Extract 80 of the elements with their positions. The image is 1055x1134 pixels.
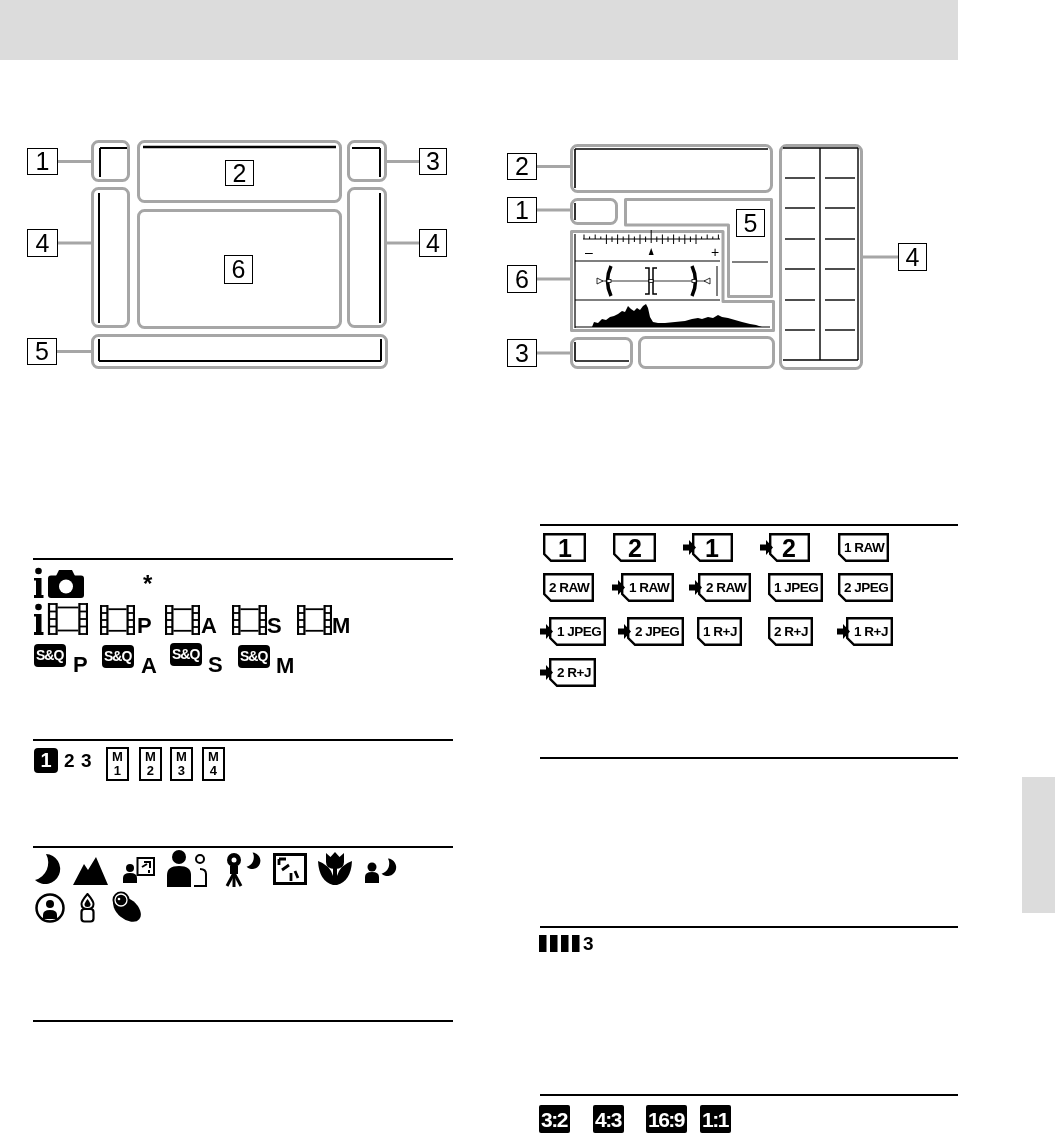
callout-number: 2 — [507, 153, 537, 180]
display-area — [137, 140, 342, 203]
leader-line — [537, 208, 570, 212]
display-area — [347, 187, 387, 328]
media-card-label: 2 — [613, 533, 656, 562]
display-area — [570, 198, 618, 225]
callout-number: 3 — [507, 339, 537, 367]
callout-number: 4 — [898, 243, 927, 271]
leader-line — [863, 255, 898, 259]
callout-number: 2 — [225, 160, 254, 186]
footnote-mark: * — [143, 572, 153, 596]
callout-number: 5 — [736, 209, 765, 237]
display-area — [570, 230, 775, 332]
media-card-label: 1 R+J — [697, 617, 742, 646]
media-card-label: 2 JPEG — [618, 617, 685, 646]
mode-letter: A — [201, 615, 217, 637]
mode-badge: S&Q — [170, 643, 203, 666]
leader-line — [58, 160, 91, 163]
scale-sign: – — [585, 245, 593, 259]
mode-letter: M — [332, 615, 351, 637]
callout-number: 6 — [507, 265, 537, 293]
callout-number: 1 — [507, 197, 537, 223]
mode-letter: S — [208, 654, 223, 676]
mode-badge: S&Q — [102, 645, 135, 668]
display-area — [624, 198, 773, 298]
media-card-label: 1 RAW — [838, 533, 890, 562]
leader-line — [58, 241, 91, 245]
media-card-label: 1 — [683, 533, 733, 562]
display-area — [91, 140, 130, 182]
media-card-label: 2 — [760, 533, 810, 562]
media-card-label: 1 JPEG — [540, 617, 607, 646]
callout-number: 5 — [27, 338, 57, 365]
media-card-label: 1 JPEG — [768, 573, 824, 602]
display-area — [570, 337, 633, 369]
aspect-ratio-label: 16:9 — [646, 1105, 688, 1133]
scale-sign: + — [711, 245, 720, 259]
memory-slot-label: M 1 — [106, 747, 129, 781]
leader-line — [537, 351, 570, 355]
callout-number: 6 — [224, 255, 253, 284]
memory-number-badge: 1 — [34, 748, 58, 773]
memory-number: 3 — [81, 751, 92, 770]
media-card-label: 1 RAW — [612, 573, 675, 602]
media-card-label: 1 — [543, 533, 586, 562]
callout-number: 3 — [419, 148, 447, 175]
display-area — [91, 334, 388, 369]
leader-line — [537, 165, 570, 168]
display-area — [137, 209, 342, 329]
callout-number: 1 — [27, 148, 58, 175]
level-number: 3 — [583, 934, 594, 953]
memory-number: 2 — [64, 751, 75, 770]
leader-line — [387, 160, 419, 163]
aspect-ratio-label: 3:2 — [539, 1105, 570, 1133]
media-card-label: 2 JPEG — [838, 573, 894, 602]
media-card-label: 2 RAW — [689, 573, 752, 602]
media-card-label: 1 R+J — [837, 617, 893, 646]
mode-badge: S&Q — [34, 644, 67, 667]
leader-line — [57, 350, 91, 353]
memory-slot-label: M 2 — [139, 747, 162, 781]
media-card-label: 2 RAW — [543, 573, 595, 602]
mode-letter: P — [73, 654, 88, 676]
callout-number: 4 — [419, 229, 447, 257]
aspect-ratio-label: 1:1 — [700, 1105, 731, 1133]
callout-number: 4 — [27, 229, 58, 257]
display-area — [570, 144, 773, 193]
mode-letter: S — [267, 615, 282, 637]
leader-line — [387, 241, 419, 245]
mode-letter: P — [137, 615, 152, 637]
display-area — [347, 140, 387, 182]
display-area — [779, 144, 863, 370]
mode-letter: A — [141, 655, 157, 677]
media-card-label: 2 R+J — [540, 658, 596, 687]
display-area — [638, 336, 775, 369]
aspect-ratio-label: 4:3 — [593, 1105, 624, 1133]
media-card-label: 2 R+J — [768, 617, 813, 646]
mode-letter: M — [276, 655, 295, 677]
display-area — [91, 187, 130, 328]
leader-line — [537, 277, 570, 281]
memory-slot-label: M 4 — [202, 747, 225, 781]
mode-badge: S&Q — [238, 645, 271, 668]
memory-slot-label: M 3 — [170, 747, 193, 781]
